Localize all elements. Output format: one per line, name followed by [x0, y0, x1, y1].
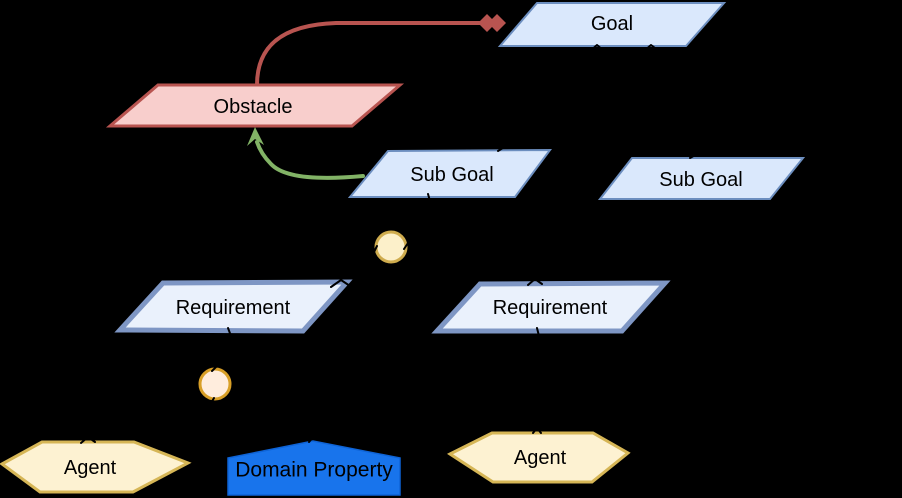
agent1-label: Agent — [64, 457, 117, 479]
nodes — [0, 1, 806, 496]
requirement2-label: Requirement — [493, 297, 608, 319]
refinement-connectors — [85, 45, 698, 442]
refinement-circle2-node[interactable] — [198, 367, 232, 401]
goal-label: Goal — [591, 13, 633, 35]
obstacle-node[interactable] — [105, 83, 405, 128]
agent2-node[interactable] — [446, 431, 631, 484]
agent1-node[interactable] — [0, 440, 192, 494]
subgoal2-node[interactable] — [597, 157, 806, 200]
node-labels: Goal Obstacle Sub Goal Sub Goal Requirem… — [64, 13, 743, 482]
domain-property-node[interactable] — [227, 440, 401, 496]
agent2-label: Agent — [514, 447, 567, 469]
subgoal2-label: Sub Goal — [659, 169, 742, 191]
obstruction-edge[interactable] — [255, 14, 506, 87]
resolution-edge[interactable] — [247, 127, 365, 180]
subgoal1-label: Sub Goal — [410, 164, 493, 186]
obstruction-edge-path[interactable] — [255, 21, 483, 87]
requirement2-node[interactable] — [431, 280, 671, 334]
goal-node[interactable] — [497, 1, 727, 47]
connector-stub-marks — [80, 44, 698, 444]
obstacle-label: Obstacle — [214, 96, 293, 118]
resolution-arrowhead-icon — [247, 127, 264, 146]
requirement1-node[interactable] — [114, 279, 353, 334]
connector-arrow-stubs — [80, 44, 698, 444]
refinement-circle1-node[interactable] — [374, 230, 408, 264]
connector-lines[interactable] — [85, 45, 698, 442]
subgoal1-node[interactable] — [347, 148, 553, 198]
resolution-edge-path[interactable] — [255, 140, 365, 180]
obstruction-double-diamond-icon — [478, 14, 506, 32]
requirement1-label: Requirement — [176, 297, 291, 319]
domain-property-label: Domain Property — [235, 459, 393, 482]
